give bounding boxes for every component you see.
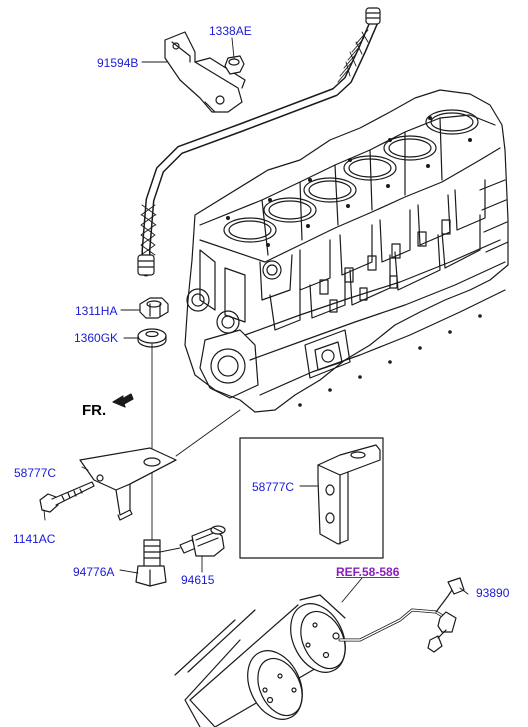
detail-box [239, 437, 384, 559]
leader-lines [43, 37, 469, 603]
label-58777C: 58777C [14, 466, 57, 480]
sender-94615 [159, 525, 226, 557]
bracket-91594B [164, 31, 246, 113]
label-1141AC: 1141AC [13, 532, 56, 546]
front-arrow-icon [112, 393, 134, 408]
label-93890: 93890 [476, 586, 510, 600]
label-1338AE: 1338AE [209, 24, 252, 38]
label-58777C-detail: 58777C [252, 480, 295, 494]
label-94615: 94615 [181, 573, 215, 587]
bracket-58777C-detail [317, 444, 381, 545]
air-tanks [174, 594, 346, 727]
engine-block [184, 89, 509, 413]
reference-link[interactable]: REF.58-586 [336, 565, 400, 579]
bracket-58777C [79, 447, 177, 521]
pressure-switch-93890 [338, 577, 465, 653]
front-label: FR. [82, 402, 107, 419]
label-91594B: 91594B [97, 56, 139, 70]
bracket-leader-line [175, 409, 241, 457]
breather-hose [137, 7, 381, 277]
label-1311HA: 1311HA [75, 304, 118, 318]
label-1360GK: 1360GK [74, 331, 119, 345]
adapter-94776A [135, 539, 167, 587]
label-94776A: 94776A [73, 565, 115, 579]
nut-1338AE [224, 55, 245, 75]
nut-1311HA [139, 297, 169, 319]
bolt-1141AC [39, 481, 95, 513]
